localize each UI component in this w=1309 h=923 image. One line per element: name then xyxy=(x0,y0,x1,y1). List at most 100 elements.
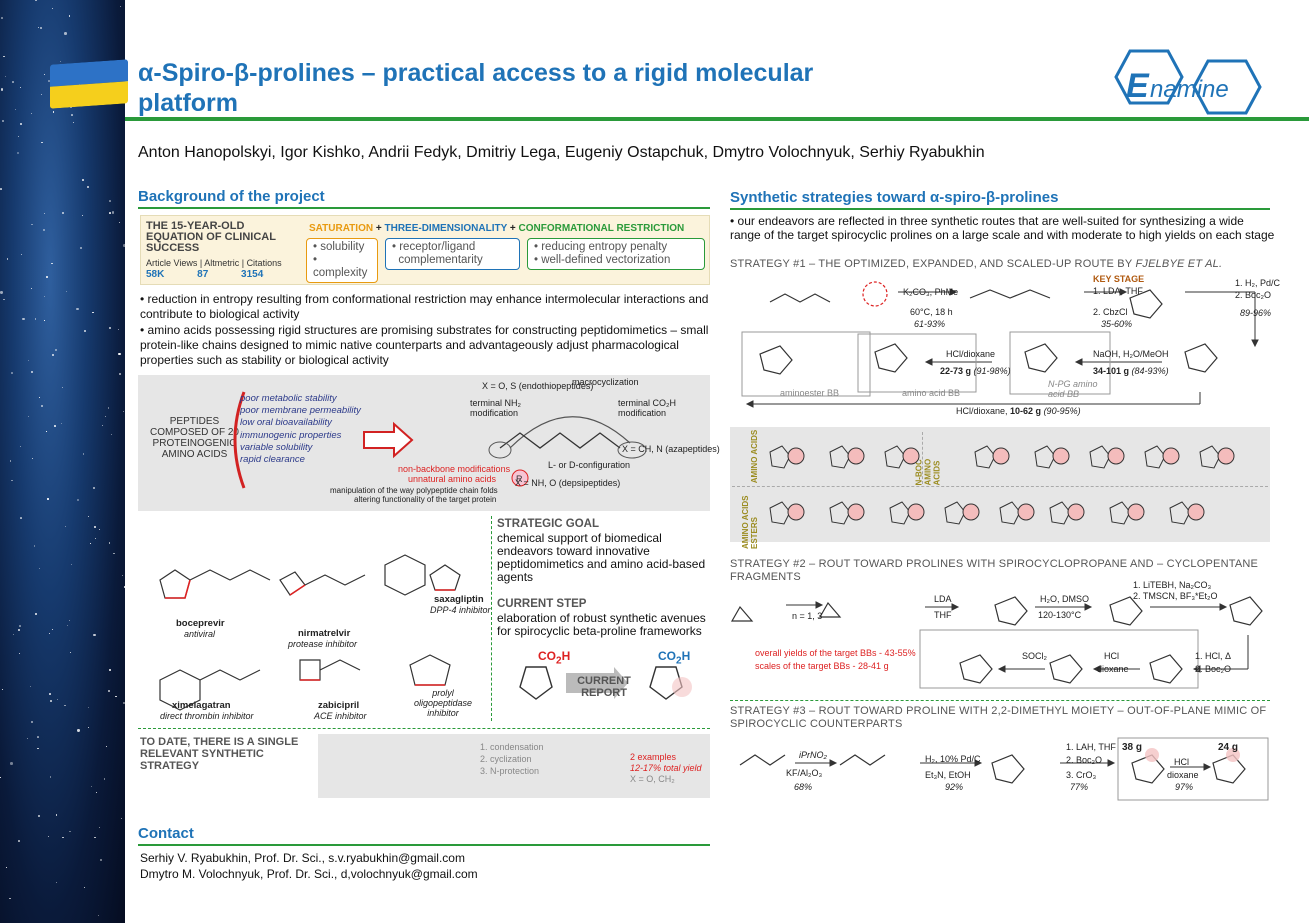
label-xos: X = O, S (endothiopeptides) xyxy=(482,381,594,391)
s3-c1: iPrNO₂ xyxy=(799,750,827,760)
s2-c3a: 1. LiTEBH, Na₂CO₃ xyxy=(1133,580,1212,590)
svg-text:R: R xyxy=(516,474,523,484)
s3-c2b: Et₃N, EtOH xyxy=(925,770,971,780)
s1-key: KEY STAGE xyxy=(1093,274,1145,284)
s1-cond1b: 60°C, 18 h xyxy=(910,307,953,317)
s1-cond5: HCl/dioxane xyxy=(946,349,996,359)
logo-text: namine xyxy=(1150,76,1229,103)
bb-aminoester: aminoester BB xyxy=(780,388,840,398)
s3-y1: 68% xyxy=(794,782,813,792)
synthesis-intro: • our endeavors are reflected in three s… xyxy=(730,214,1275,242)
metric-value-altmetric: 87 xyxy=(197,269,209,280)
metric-label-citations: Citations xyxy=(246,258,282,268)
s1-cond2a: 1. LDA, THF xyxy=(1093,286,1143,296)
pill-saturation: • solubility• complexity xyxy=(306,238,378,283)
s1-cond4: NaOH, H₂O/MeOH xyxy=(1093,349,1169,359)
s1-cond3b: 2. Boc₂O xyxy=(1235,290,1272,300)
s2-c1: LDA xyxy=(934,594,952,604)
s3-c4: HCl xyxy=(1174,757,1189,767)
contact-heading: Contact xyxy=(138,825,194,842)
ukraine-flag xyxy=(50,59,128,109)
label-nonbb: non-backbone modifications xyxy=(398,464,511,474)
drug-saxagliptin-desc: DPP-4 inhibitor xyxy=(430,605,491,615)
s2-c4b: 2. Boc₂O xyxy=(1195,664,1232,674)
strategy1-title: STRATEGY #1 – THE OPTIMIZED, EXPANDED, A… xyxy=(730,258,1223,270)
s3-g1: 38 g xyxy=(1122,742,1143,753)
arrow-right-icon xyxy=(363,421,414,459)
proline-report-scheme xyxy=(519,666,692,700)
strategy1-scheme xyxy=(741,281,1259,408)
background-rule xyxy=(138,207,710,209)
current-report-label: CURRENT REPORT xyxy=(577,675,631,699)
strategy2-title: STRATEGY #2 – ROUT TOWARD PROLINES WITH … xyxy=(730,558,1259,583)
s2-n: n = 1, 3 xyxy=(792,611,823,621)
s1-y3: 89-96% xyxy=(1240,308,1272,318)
s3-g2: 24 g xyxy=(1218,742,1239,753)
s3-y3: 77% xyxy=(1070,782,1089,792)
s3-c3a: 1. LAH, THF xyxy=(1066,742,1116,752)
contact-rule xyxy=(138,844,710,846)
s2-c4a: 1. HCl, Δ xyxy=(1195,651,1232,661)
starfield-sidebar xyxy=(0,0,125,923)
drug-ximelagatran-desc: direct thrombin inhibitor xyxy=(160,711,254,721)
s2-c2: H₂O, DMSO xyxy=(1040,594,1089,604)
enamine-logo: E namine xyxy=(1114,49,1262,115)
s3-c3b: 2. Boc₂O xyxy=(1066,755,1103,765)
bb-amino-acid: amino acid BB xyxy=(902,388,961,398)
metric-value-citations: 3154 xyxy=(241,269,264,280)
grid-label-esters: AMINO ACIDS ESTERS xyxy=(741,495,759,549)
s1-cond3a: 1. H₂, Pd/C xyxy=(1235,278,1281,288)
s3-c4b: dioxane xyxy=(1167,770,1199,780)
s2-c2b: 120-130°C xyxy=(1038,610,1082,620)
peptides-label: PEPTIDES COMPOSED OF 20 PROTEINOGENIC AM… xyxy=(150,416,239,460)
s3-y4: 97% xyxy=(1175,782,1194,792)
label-alter: altering functionality of the target pro… xyxy=(354,495,497,504)
peptide-structure: R xyxy=(488,416,647,487)
todate-panel xyxy=(318,734,710,798)
label-tco2h: terminal CO₂H modification xyxy=(618,398,677,418)
s1-cond2b: 2. CbzCl xyxy=(1093,307,1128,317)
peptide-panel xyxy=(138,375,710,511)
metric-label-altmetric: Altmetric xyxy=(204,258,240,268)
drug-zabicipril-desc: ACE inhibitor xyxy=(314,711,367,721)
goal-title: STRATEGIC GOAL xyxy=(497,518,600,530)
drug-ximelagatran: ximelagatran xyxy=(172,700,231,711)
s2-c5: HCl xyxy=(1104,651,1119,661)
label-tnh2: terminal NH₂ modification xyxy=(470,398,522,418)
s3-y2: 92% xyxy=(945,782,964,792)
pill-conformational: • reducing entropy penalty• well-defined… xyxy=(527,238,705,270)
label-macro: macrocyclization xyxy=(572,377,639,387)
s3-c2: H₂, 10% Pd/C xyxy=(925,754,981,764)
drug-structures xyxy=(159,554,461,711)
s1-y4: 34-101 g (84-93%) xyxy=(1093,366,1169,376)
s2-yields: overall yields of the target BBs - 43-55… xyxy=(755,648,916,658)
todate-title: TO DATE, THERE IS A SINGLE RELEVANT SYNT… xyxy=(140,736,299,772)
contact-ryabukhin: Serhiy V. Ryabukhin, Prof. Dr. Sci., s.v… xyxy=(140,851,465,865)
svg-text:E: E xyxy=(1126,67,1150,105)
label-unnat: unnatural amino acids xyxy=(408,474,497,484)
equation-header: SATURATION + THREE-DIMENSIONALITY + CONF… xyxy=(309,223,685,234)
issues-bracket xyxy=(233,391,246,489)
label-xch: X = CH, N (azapeptides) xyxy=(622,444,720,454)
bb-grid-col-divider xyxy=(922,432,923,484)
s2-c5b: dioxane xyxy=(1097,664,1129,674)
drug-boceprevir-desc: antiviral xyxy=(184,629,216,639)
bullet-entropy: • reduction in entropy resulting from co… xyxy=(140,292,709,321)
s1-cond1: K₂CO₃, PhMe xyxy=(903,287,959,297)
s2-c3b: 2. TMSCN, BF₃*Et₂O xyxy=(1133,591,1218,601)
bb-npg: N-PG amino acid BB xyxy=(1048,379,1098,399)
step-title: CURRENT STEP xyxy=(497,598,587,610)
metric-label-views: Article Views xyxy=(146,258,198,268)
s2-scales: scales of the target BBs - 28-41 g xyxy=(755,661,889,671)
s3-divider xyxy=(730,700,1270,701)
drug-boceprevir: boceprevir xyxy=(176,618,225,629)
s3-c1b: KF/Al₂O₃ xyxy=(786,768,823,778)
metric-value-views: 58K xyxy=(146,269,165,280)
strategy2-scheme xyxy=(730,596,1263,689)
todate-divider xyxy=(138,728,710,729)
label-manip: manipulation of the way polypeptide chai… xyxy=(330,486,498,495)
label-xnh: X = NH, O (depsipeptides) xyxy=(515,478,621,488)
